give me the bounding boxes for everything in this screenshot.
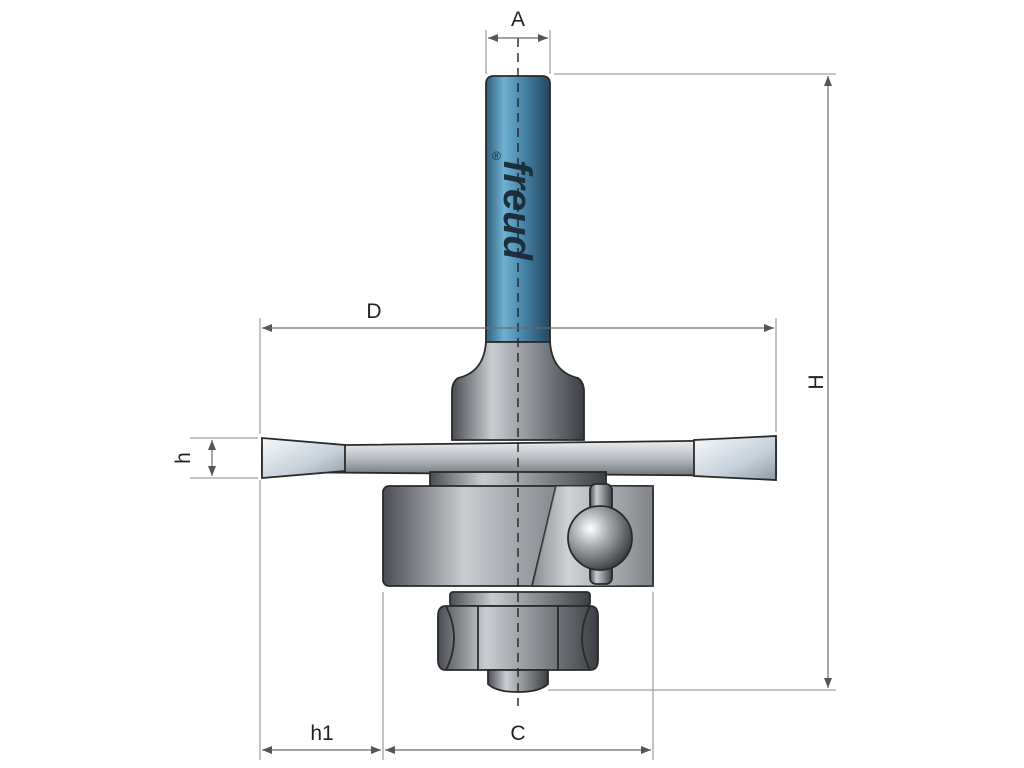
dimension-C: C xyxy=(385,592,654,760)
dimension-H: H xyxy=(548,73,836,691)
dimension-A: A xyxy=(485,8,551,74)
svg-text:h: h xyxy=(172,452,195,464)
dimension-h1: h1 xyxy=(259,480,384,760)
svg-text:H: H xyxy=(805,374,828,389)
svg-text:freud: freud xyxy=(495,160,539,262)
registered-mark: ® xyxy=(492,149,501,163)
dimension-h: h xyxy=(172,437,258,479)
svg-text:A: A xyxy=(511,8,525,31)
dimension-D: D xyxy=(259,300,777,434)
brand-logo: freud xyxy=(495,160,539,262)
washer xyxy=(449,591,591,607)
set-screw-ball xyxy=(567,483,633,585)
slotting-blade xyxy=(261,435,777,481)
svg-text:D: D xyxy=(366,300,381,323)
svg-text:C: C xyxy=(510,722,525,745)
svg-text:h1: h1 xyxy=(310,722,333,745)
